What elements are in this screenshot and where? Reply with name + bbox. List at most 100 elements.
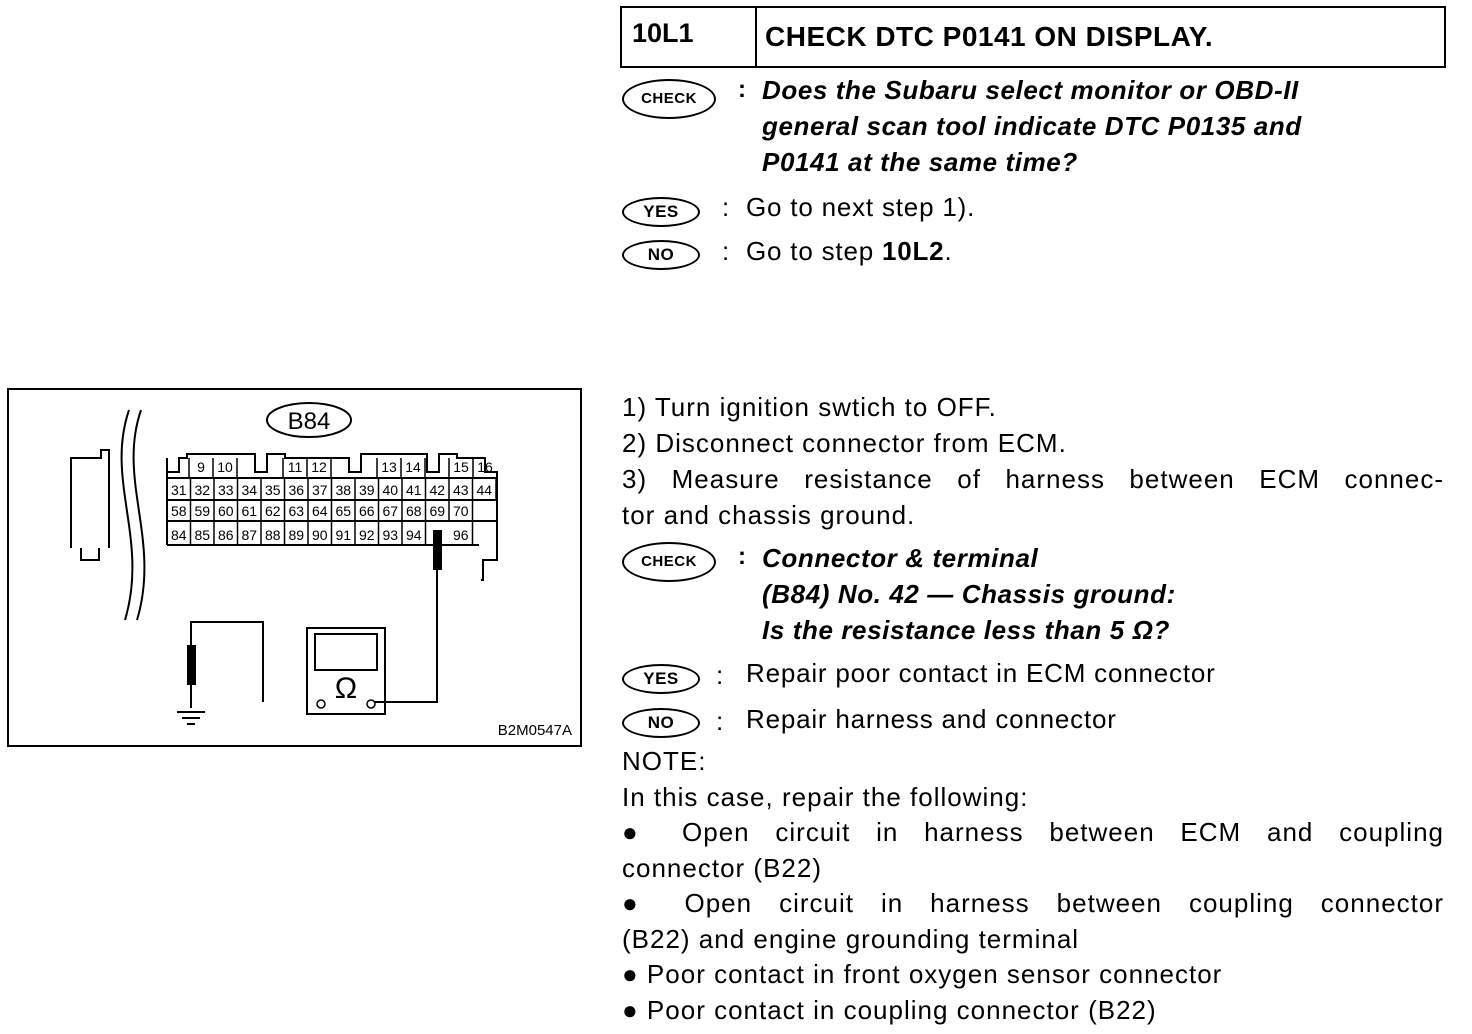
connector-pin-number: 69 [429, 503, 445, 519]
connector-pin-number: 67 [382, 503, 398, 519]
figure-code: B2M0547A [498, 722, 572, 739]
check-condition-line: Connector & terminal [762, 543, 1039, 573]
step-id: 10L1 [622, 8, 757, 66]
note-item: ● Open circuit in harness between coupli… [622, 888, 1444, 918]
connector-pin-number: 84 [171, 527, 187, 543]
connector-pin-number: 91 [335, 527, 351, 543]
connector-diagram: B84 Ω B2M0547A 9 10 11 12 13 14 15 16 31 32 33 34 35… [7, 388, 582, 747]
check-question: Does the Subaru select monitor or OBD-II… [762, 72, 1302, 180]
connector-pin-number: 86 [218, 527, 234, 543]
connector-pin-number: 68 [406, 503, 422, 519]
colon: : [716, 660, 725, 690]
check-question-line: P0141 at the same time? [762, 147, 1078, 177]
note-item-continued: connector (B22) [622, 853, 822, 883]
connector-pin-number: 40 [382, 482, 398, 498]
connector-pin-number: 65 [335, 503, 351, 519]
ohmmeter [306, 627, 386, 715]
ohm-symbol: Ω [335, 672, 357, 705]
check-question-line: general scan tool indicate DTC P0135 and [762, 111, 1302, 141]
connector-pin-number: 31 [171, 482, 187, 498]
yes-answer: Go to next step 1). [746, 192, 976, 222]
procedure-step: tor and chassis ground. [622, 500, 916, 530]
no-badge: NO [622, 240, 700, 270]
connector-pin-number: 87 [241, 527, 257, 543]
connector-pin-number: 88 [265, 527, 281, 543]
check-badge: CHECK [622, 79, 716, 119]
no-answer: Go to step 10L2. [746, 236, 952, 267]
yes-answer: Repair poor contact in ECM connector [746, 658, 1216, 688]
connector-pin-number: 33 [218, 482, 234, 498]
no-badge: NO [622, 708, 700, 738]
connector-outline [70, 449, 110, 548]
connector-pin-number: 63 [288, 503, 304, 519]
connector-pin-number: 42 [429, 482, 445, 498]
connector-pin-number: 94 [406, 527, 422, 543]
connector-outline [166, 453, 498, 581]
connector-pin-number: 16 [477, 459, 493, 475]
connector-pin-number: 39 [359, 482, 375, 498]
connector-pin-number: 90 [312, 527, 328, 543]
no-answer-suffix: . [944, 236, 953, 266]
ground-wire [190, 621, 264, 708]
procedure-step: 2) Disconnect connector from ECM. [622, 428, 1067, 458]
check-condition-line: Is the resistance less than 5 Ω? [762, 615, 1170, 645]
connector-pin-number: 58 [171, 503, 187, 519]
colon: : [716, 706, 725, 736]
note-item: ● Poor contact in coupling connector (B2… [622, 995, 1157, 1025]
check-badge: CHECK [622, 542, 716, 582]
connector-pin-number: 85 [194, 527, 210, 543]
check-condition: Connector & terminal (B84) No. 42 — Chas… [762, 540, 1176, 648]
note-intro: In this case, repair the following: [622, 782, 1029, 812]
connector-pin-number: 15 [453, 459, 469, 475]
yes-badge: YES [622, 664, 700, 694]
connector-pin-number: 89 [288, 527, 304, 543]
no-answer-prefix: Go to step [746, 236, 882, 266]
connector-pin-number: 34 [241, 482, 257, 498]
connector-pin-number: 62 [265, 503, 281, 519]
note-heading: NOTE: [622, 746, 707, 776]
yes-badge: YES [622, 197, 700, 227]
connector-pin-number: 9 [197, 459, 205, 475]
connector-pin-number: 43 [453, 482, 469, 498]
connector-pin-number: 38 [335, 482, 351, 498]
note-item: ● Open circuit in harness between ECM an… [622, 817, 1444, 847]
connector-pin-number: 12 [311, 459, 327, 475]
meter-terminal [316, 699, 326, 709]
colon: : [722, 236, 731, 266]
connector-pin-number: 64 [312, 503, 328, 519]
connector-pin-number: 41 [406, 482, 422, 498]
connector-pin-number: 96 [453, 527, 469, 543]
connector-pin-number: 60 [218, 503, 234, 519]
procedure-step: 1) Turn ignition swtich to OFF. [622, 392, 997, 422]
step-title: CHECK DTC P0141 ON DISPLAY. [765, 21, 1214, 52]
colon: : [738, 543, 746, 570]
step-reference: 10L2 [881, 236, 945, 266]
connector-pin-number: 44 [476, 482, 492, 498]
connector-pin-number: 93 [382, 527, 398, 543]
connector-pin-number: 10 [217, 459, 233, 475]
meter-terminal [366, 699, 376, 709]
connector-pin-number: 14 [405, 459, 421, 475]
colon: : [738, 76, 746, 103]
connector-pin-number: 32 [194, 482, 210, 498]
connector-pin-number: 59 [194, 503, 210, 519]
check-condition-line: (B84) No. 42 — Chassis ground: [762, 579, 1176, 609]
connector-pin-number: 66 [359, 503, 375, 519]
colon: : [722, 192, 731, 222]
connector-pin-number: 70 [453, 503, 469, 519]
connector-pin-number: 61 [241, 503, 257, 519]
no-answer: Repair harness and connector [746, 704, 1117, 734]
connector-label: B84 [288, 408, 331, 435]
connector-label-ring [266, 402, 352, 438]
connector-pin-number: 37 [312, 482, 328, 498]
probe-wire [375, 530, 438, 703]
connector-diagram-svg: B84 Ω B2M0547A 9 10 11 12 13 14 15 16 31 32 33 34 35… [70, 402, 572, 739]
connector-pin-number: 11 [288, 459, 303, 475]
connector-outline [80, 548, 100, 561]
connector-pin-number: 35 [265, 482, 281, 498]
test-probe [433, 530, 442, 570]
ground-probe [187, 645, 196, 685]
connector-pin-number: 13 [381, 459, 397, 475]
check-question-line: Does the Subaru select monitor or OBD-II [762, 75, 1299, 105]
step-header: 10L1 CHECK DTC P0141 ON DISPLAY. [620, 6, 1446, 68]
